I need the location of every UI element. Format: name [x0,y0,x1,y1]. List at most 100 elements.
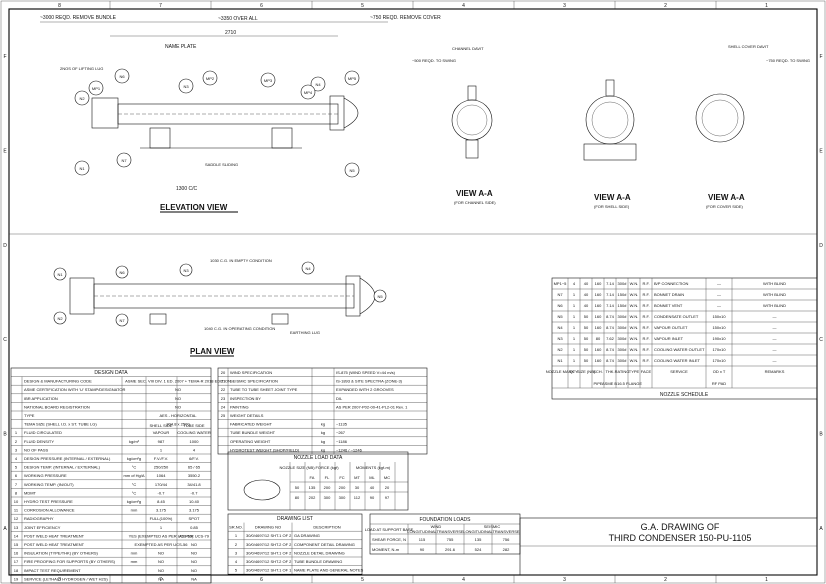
spec-value: DIL [336,396,343,401]
plan-nozzle-circle [179,263,193,277]
design-cell-unit: mm of Hg/A [123,473,144,478]
view-aa-shell-title: VIEW A-A [594,193,631,202]
saddle-sliding-label: SADDLE SLIDING [205,162,238,167]
list-cell: 30/0/4697/12 SHT.1 OF 2 [246,550,292,555]
view-aa-channel: CHANNEL DAVIT ~500 REQD. TO SWING VIEW A… [412,46,496,205]
schedule-header: RATING [615,369,630,374]
plan-nozzle-circle [53,267,67,281]
design-cell-param: POST WELD HEAT TREATMENT [24,542,85,547]
schedule-cell: 7.14 [606,281,615,286]
nozzle-tag-mp2: MP2 [206,76,215,81]
spec-sr: 23 [221,396,226,401]
load-col-header: MC [384,475,390,480]
plan-channel [69,277,95,315]
design-cell-value: ASME SEC. VIII DIV. 1 ED. 2007 + TEMA-R … [125,379,231,384]
spec-param: OPERATING WEIGHT [230,439,271,444]
design-shell-side: SHELL SIDE [150,423,173,428]
spec-value: IS-1893 & SITE SPECTRA (ZONE-3) [336,379,403,384]
cg-empty-label: 1030 C.G. IN EMPTY CONDITION [210,258,272,263]
design-cell-value: NO [175,387,181,392]
column-marker: 6 [260,3,263,9]
design-cell-sr: 12 [14,516,19,521]
nozzle-tag-mp1: MP1 [92,86,101,91]
schedule-cell: 40 [584,303,589,308]
design-cell-tube: 0.85 [190,525,199,530]
column-marker: 2 [664,3,667,9]
schedule-cell: BONNET DRAIN [654,292,684,297]
design-cell-value: AES - HORIZONTAL [159,413,197,418]
schedule-header: SCH. [593,369,603,374]
nozzle-tag-circle [344,162,360,178]
nozzle-tag-n2: N2 [79,96,85,101]
nozzle-tag-circle [178,78,194,94]
remove-cover-callout: ~750 REQD. REMOVE COVER [370,15,441,21]
schedule-cell: 190x10 [712,336,726,341]
column-marker: 2 [664,577,667,583]
design-cell-param: NATIONAL BOARD REGISTRATION [24,404,90,409]
schedule-cell: 80 [596,336,601,341]
spec-unit: kg [321,439,325,444]
plan-nozzle-tag-n1: N1 [57,272,63,277]
shell-saddle [583,143,637,161]
foundation-col0: LOAD AT SUPPORT BASE [365,527,414,532]
design-cell-tube: 4 [193,447,196,452]
list-cell: TUBE BUNDLE DRAWING [294,559,342,564]
design-cell-unit: kg/cm²g [127,499,141,504]
design-cell-tube: NO [191,568,197,573]
schedule-cell: — [773,314,777,319]
spec-value: ~1186 [336,439,348,444]
elevation-view: ~3000 REQD. REMOVE BUNDLE ~3350 OVER ALL… [40,15,441,213]
design-cell-sr: 14 [14,533,19,538]
schedule-cell: 160 [595,281,602,286]
schedule-cell: 160 [595,358,602,363]
design-cell-param: TYPE [24,413,35,418]
design-cell-param: FLUID CIRCULATED [24,430,62,435]
design-cell-unit: mm [131,508,138,513]
lifting-lug-label: 2NOS OF LIFTING LUG [60,66,103,71]
shell-top-nozzle [605,79,615,97]
schedule-cell: N6 [557,303,563,308]
foundation-cell: 291.6 [445,547,456,552]
spec-param: TUBE TO TUBE SHEET JOINT TYPE [230,387,298,392]
plan-saddle-2 [271,313,289,325]
spec-value: EXPANDED WITH 2 GROOVES [336,387,394,392]
design-cell-param: WORKING PRESSURE [24,473,67,478]
design-cell-param: HYDRO TEST PRESSURE [24,499,73,504]
foundation-cell: 282 [503,547,510,552]
schedule-cell: 1 [573,336,576,341]
load-cell: 300 [339,495,346,500]
row-marker: D [819,243,823,249]
nozzle-tag-n5: N5 [349,168,355,173]
design-cell-param: WORKING TEMP. (IN/OUT) [24,482,74,487]
schedule-cell: 150# [618,292,628,297]
column-marker: 1 [765,577,768,583]
design-cell-shell: 987 [158,439,165,444]
plan-nozzle-circle [53,311,67,325]
design-cell-param: CORROSION ALLOWANCE [24,508,75,513]
load-cell: 40 [370,485,375,490]
design-cell-tube: SPOT [189,516,200,521]
design-cell-shell: NA [158,576,164,581]
row-marker: C [3,337,7,343]
design-cell-sr: 19 [14,576,19,581]
load-frame [227,451,409,511]
channel-inner-circle [456,104,488,136]
schedule-cell: 8.74 [606,314,615,319]
schedule-cell: COOLING WATER INLET [654,358,701,363]
foundation-subheader: TRANSVERSE [436,529,463,534]
title-block-frame [519,517,818,576]
schedule-cell: 300# [618,336,628,341]
spec-unit: kg [321,447,325,452]
design-cell-param: JOINT EFFICIENCY [24,525,61,530]
load-col-header: FC [339,475,344,480]
column-marker: 8 [58,577,61,583]
design-cell-sr: 7 [15,482,18,487]
schedule-flange-label: ASME B16.5 FLANGE [602,381,642,386]
schedule-cell: MP1~5 [554,281,568,286]
spec-param: INSPECTION BY [230,396,261,401]
schedule-cell: N4 [557,325,563,330]
design-cell-sr: 4 [15,456,18,461]
column-marker: 3 [563,3,566,9]
schedule-cell: 50 [584,358,589,363]
